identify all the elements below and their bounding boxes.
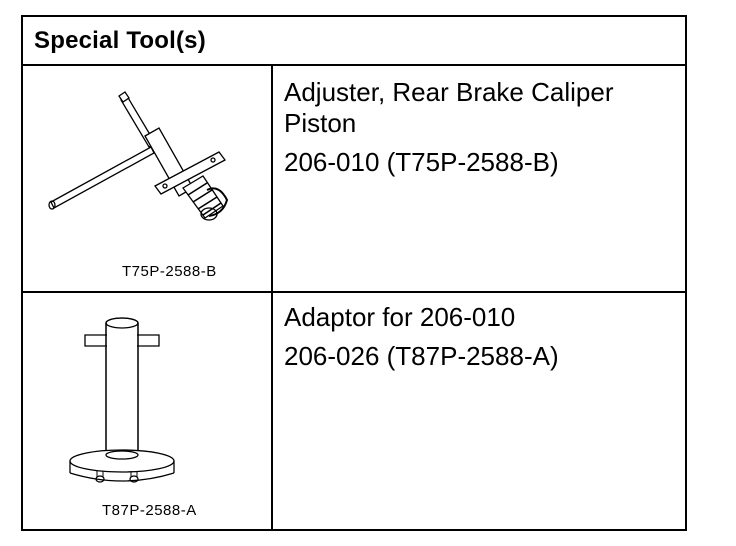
table-header: Special Tool(s) — [23, 17, 685, 66]
tool-image-caption: T87P-2588-A — [102, 502, 197, 519]
tool-description-cell-2: Adaptor for 206-010 206-026 (T87P-2588-A… — [273, 293, 685, 531]
row-divider — [23, 291, 685, 293]
special-tools-table: Special Tool(s) — [21, 15, 687, 531]
adaptor-illustration — [69, 317, 175, 483]
tool-illustration-cell-1: T75P-2588-B — [23, 68, 271, 291]
tool-description-cell-1: Adjuster, Rear Brake Caliper Piston 206-… — [273, 68, 685, 291]
caliper-adjuster-illustration — [48, 91, 229, 221]
tool-name: Adjuster, Rear Brake Caliper Piston — [284, 77, 614, 138]
tool-image-caption: T75P-2588-B — [122, 263, 217, 280]
table-title: Special Tool(s) — [34, 27, 206, 54]
tool-illustration-cell-2: T87P-2588-A — [23, 293, 271, 531]
tool-number: 206-010 (T75P-2588-B) — [284, 147, 559, 177]
column-divider — [271, 66, 273, 531]
tool-name: Adaptor for 206-010 — [284, 302, 516, 332]
tool-number: 206-026 (T87P-2588-A) — [284, 341, 559, 371]
